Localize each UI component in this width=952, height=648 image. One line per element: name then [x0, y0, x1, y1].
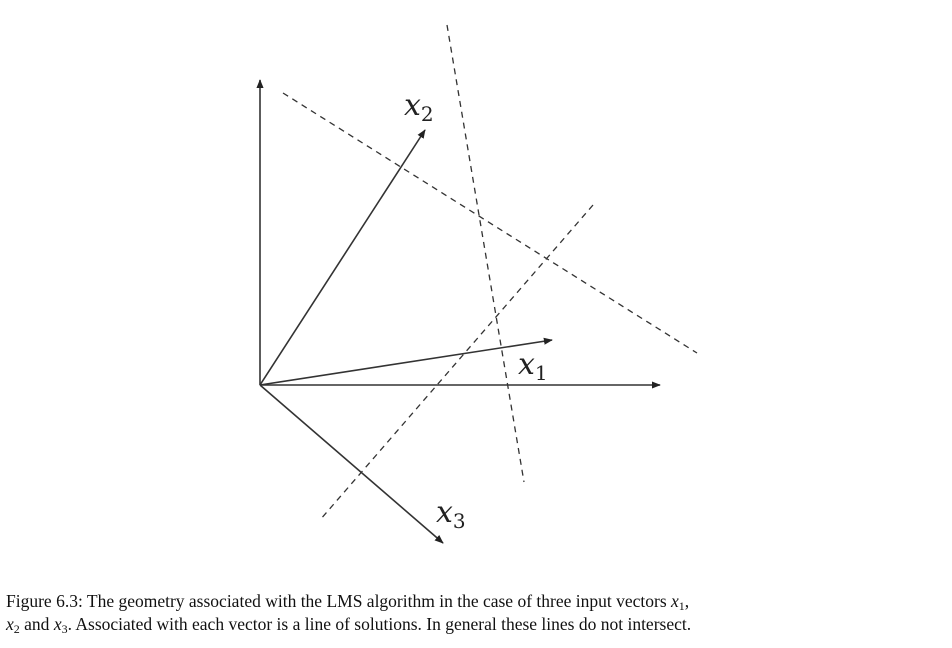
label-x2: x2 — [404, 88, 434, 126]
caption-sub-2: 2 — [13, 622, 20, 636]
caption-sub-3: 3 — [61, 622, 68, 636]
caption-sub-1: 1 — [678, 599, 685, 613]
vector-x1 — [259, 337, 553, 386]
caption-line-1: Figure 6.3: The geometry associated with… — [6, 590, 950, 613]
caption-label: Figure 6.3: — [6, 591, 83, 611]
caption-var-x2: x — [6, 614, 14, 634]
vector-x3 — [259, 384, 444, 544]
vector-x2 — [259, 129, 426, 386]
label-x3: x3 — [436, 495, 466, 533]
caption-line-2: x2 and x3. Associated with each vector i… — [6, 613, 950, 636]
solution-line-x3 — [319, 204, 594, 521]
caption-var-x1: x — [671, 591, 679, 611]
solution-line-x1 — [446, 24, 525, 483]
caption-var-x3: x — [53, 614, 62, 634]
caption-text-2: . Associated with each vector is a line … — [67, 614, 692, 634]
figure-caption: Figure 6.3: The geometry associated with… — [6, 590, 950, 636]
label-x1: x1 — [518, 347, 548, 385]
caption-text-1: The geometry associated with the LMS alg… — [86, 591, 667, 611]
caption-and: and — [24, 614, 50, 634]
caption-comma: , — [684, 591, 690, 611]
lms-geometry-diagram: x2 x1 x3 — [256, 24, 698, 544]
solution-line-x2 — [282, 92, 698, 354]
